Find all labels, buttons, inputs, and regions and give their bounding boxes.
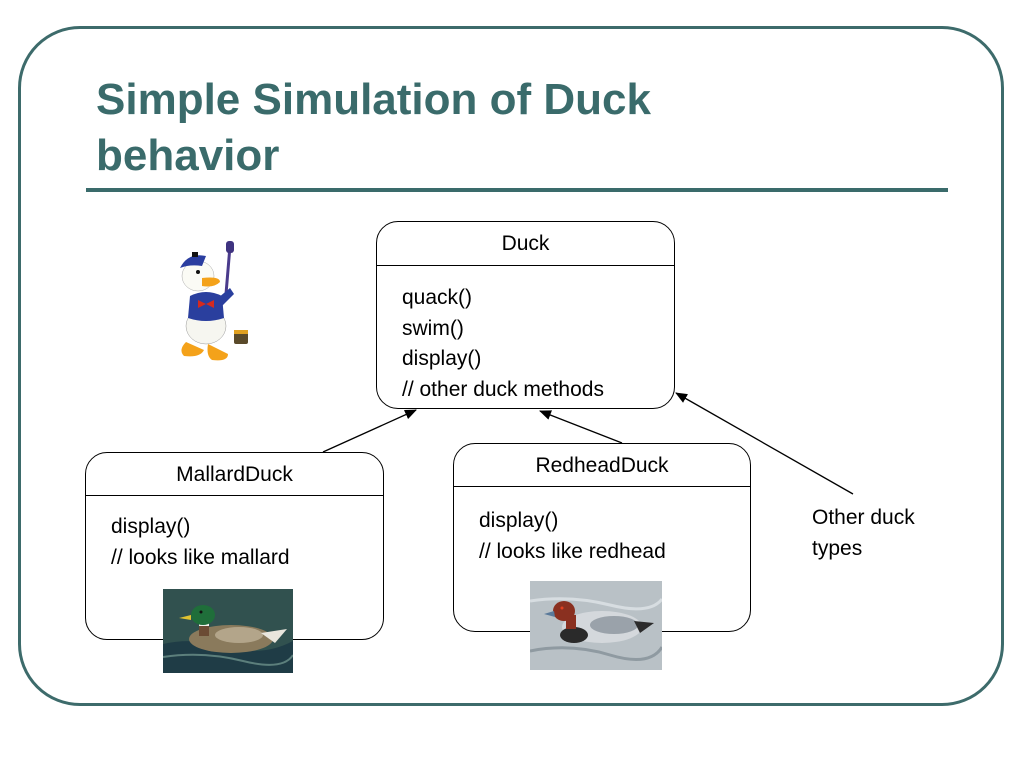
class-divider [86, 495, 383, 496]
class-name-mallard-duck: MallardDuck [176, 463, 293, 486]
title-underline [86, 188, 948, 192]
arrow-mallard-to-duck [322, 409, 417, 453]
arrow-other-to-duck [675, 392, 854, 495]
other-duck-types-label: Other duck types [812, 502, 915, 564]
class-divider [377, 265, 674, 266]
redhead-methods: display() // looks like redhead [479, 506, 666, 567]
method-display: display() [111, 515, 191, 538]
duck-methods: quack() swim() display() // other duck m… [402, 283, 604, 405]
method-comment: // looks like mallard [111, 545, 290, 569]
method-swim: swim() [402, 316, 464, 340]
title-line-1: Simple Simulation of Duck [96, 75, 651, 124]
title-line-2: behavior [96, 131, 280, 180]
other-label-line-2: types [812, 537, 863, 560]
method-display: display() [479, 509, 559, 532]
other-label-line-1: Other duck [812, 506, 915, 529]
redhead-duck-photo [530, 581, 662, 670]
class-divider [454, 486, 750, 487]
donald-duck-painter-icon [180, 241, 248, 361]
slide-frame [18, 26, 1004, 706]
mallard-methods: display() // looks like mallard [111, 512, 290, 573]
class-name-redhead-duck: RedheadDuck [535, 454, 669, 477]
class-name-duck: Duck [501, 232, 550, 255]
method-comment: // looks like redhead [479, 539, 666, 563]
arrow-redhead-to-duck [539, 410, 623, 444]
method-quack: quack() [402, 286, 473, 309]
mallard-duck-photo [163, 589, 293, 673]
slide-title: Simple Simulation of Duck behavior [96, 72, 896, 184]
method-display: display() [402, 347, 482, 370]
method-other-comment: // other duck methods [402, 377, 604, 401]
duck-class-box: Duck quack() swim() display() // other d… [376, 221, 675, 409]
